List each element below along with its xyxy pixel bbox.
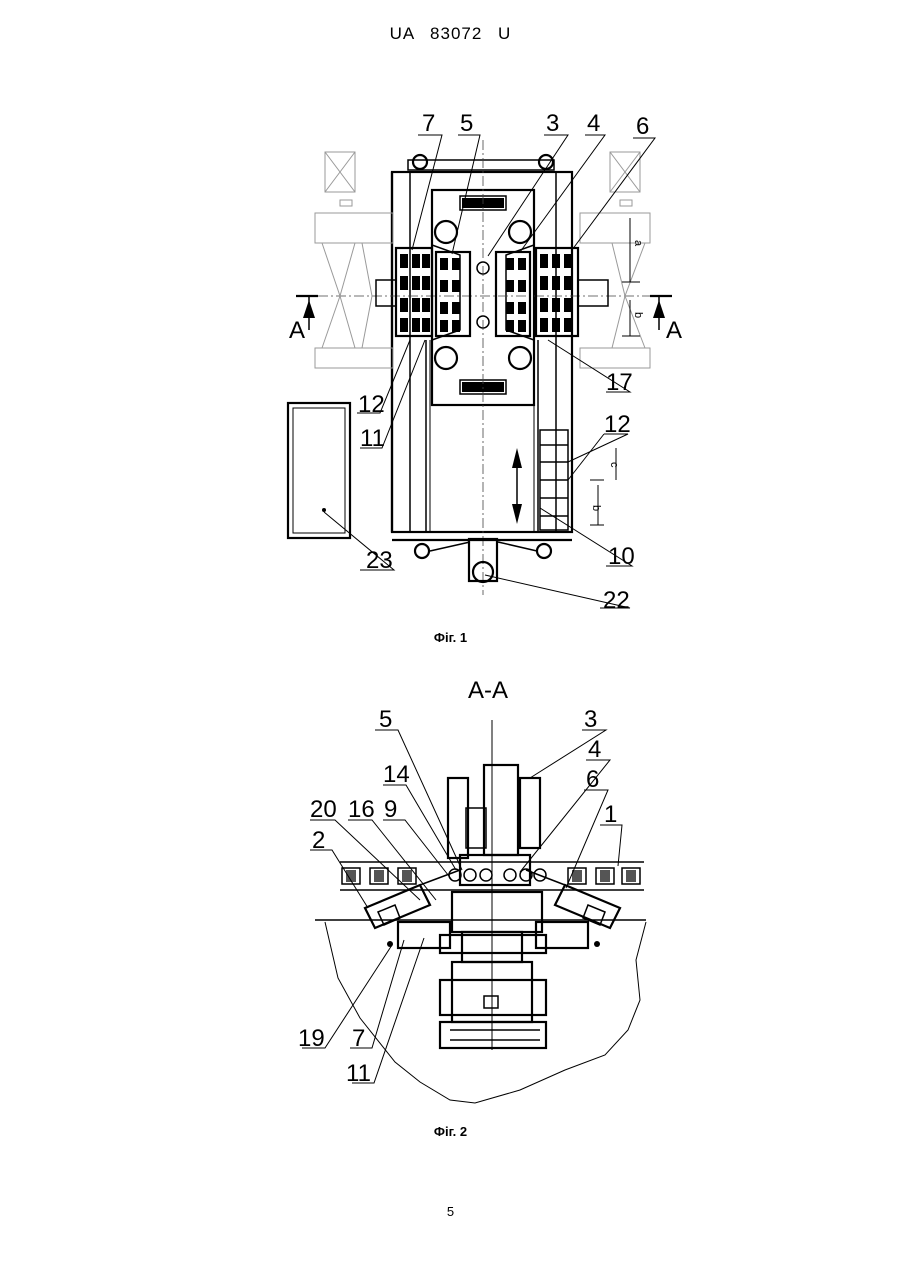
roller-blocks-left: [376, 248, 470, 336]
section-marker-left: A: [289, 296, 318, 344]
callout-3: 3: [546, 110, 559, 137]
callout-17: 17: [606, 369, 633, 396]
callout-14: 14: [383, 761, 410, 788]
callout-12-right: 12: [604, 411, 631, 438]
section-mark-right: A: [666, 317, 682, 344]
page-number: 5: [0, 1204, 901, 1219]
dim-c: c: [608, 462, 620, 468]
callout-4: 4: [588, 736, 601, 763]
roller-conveyor-background: [315, 152, 650, 368]
callout-5: 5: [460, 110, 473, 137]
leader-lines-fig2: [302, 730, 622, 1083]
figure-1-caption: Фіг. 1: [0, 630, 901, 645]
ladder: [540, 430, 568, 530]
inclined-cylinder-right: [526, 870, 620, 947]
callout-4: 4: [587, 110, 600, 137]
callout-6: 6: [586, 766, 599, 793]
figure-1-drawing: A A a b c b 7 5 3 4: [0, 0, 901, 640]
callout-20: 20: [310, 796, 337, 823]
motion-arrow: [512, 448, 522, 524]
callout-22: 22: [603, 587, 630, 614]
section-mark-left: A: [289, 317, 305, 344]
dim-b-lower: b: [590, 505, 602, 511]
dim-b-upper: b: [632, 312, 644, 318]
callout-11: 11: [360, 425, 385, 452]
callout-10: 10: [608, 543, 635, 570]
conveyor-rollers: [342, 868, 640, 884]
callout-7: 7: [422, 110, 435, 137]
callout-3: 3: [584, 706, 597, 733]
callout-1: 1: [604, 801, 617, 828]
callout-16: 16: [348, 796, 375, 823]
callout-11: 11: [346, 1060, 371, 1087]
callout-12-left: 12: [358, 391, 385, 418]
callout-23: 23: [366, 547, 393, 574]
callout-19: 19: [298, 1025, 325, 1052]
section-title: A-A: [468, 677, 508, 704]
section-marker-right: A: [650, 296, 682, 344]
inclined-cylinder-left: [365, 870, 460, 947]
callout-2: 2: [312, 827, 325, 854]
callout-9: 9: [384, 796, 397, 823]
callout-7: 7: [352, 1025, 365, 1052]
dim-a: a: [632, 240, 644, 247]
figure-2-caption: Фіг. 2: [0, 1124, 901, 1139]
callout-6: 6: [636, 113, 649, 140]
callout-5: 5: [379, 706, 392, 733]
roller-blocks-right: [496, 248, 608, 336]
